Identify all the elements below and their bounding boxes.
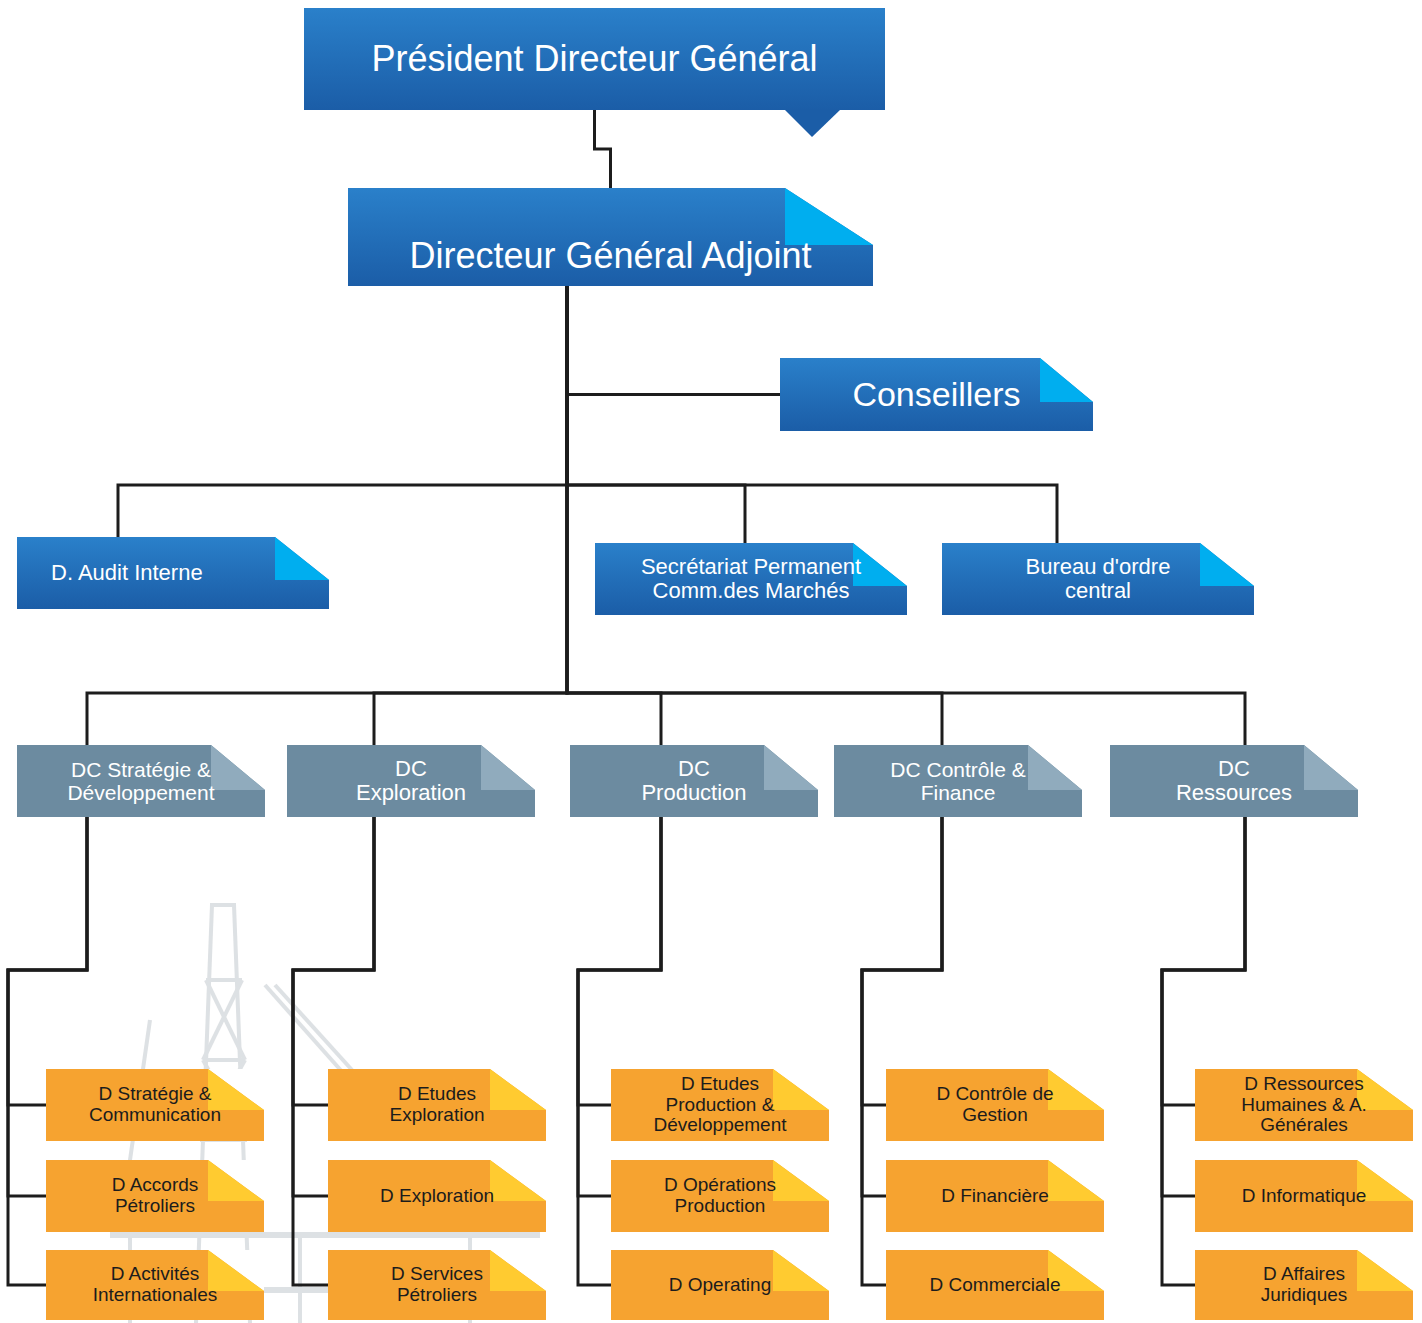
box-label: D Services Pétroliers	[357, 1264, 517, 1306]
division-box: DC Exploration	[287, 745, 535, 817]
box-label: DC Stratégie & Développement	[39, 758, 244, 804]
text-group: DC Exploration	[344, 757, 479, 805]
box-label: D. Audit Interne	[51, 561, 203, 585]
text-group: D Affaires Juridiques	[1224, 1264, 1384, 1306]
text-group: D Commerciale	[930, 1275, 1061, 1296]
division-box: DC Stratégie & Développement	[17, 745, 265, 817]
department-box: D Affaires Juridiques	[1195, 1250, 1413, 1320]
box-label: Conseillers	[852, 376, 1020, 413]
text-group: D Opérations Production	[640, 1175, 800, 1217]
department-box: D Services Pétroliers	[328, 1250, 546, 1320]
department-box: D Commerciale	[886, 1250, 1104, 1320]
text-group: D Services Pétroliers	[357, 1264, 517, 1306]
box-label: D Informatique	[1242, 1186, 1367, 1207]
connector-line	[862, 817, 942, 1105]
box-label: D Etudes Production & Développement	[640, 1074, 800, 1137]
department-box: D Opérations Production	[611, 1160, 829, 1232]
text-group: DC Production	[627, 757, 762, 805]
text-group: Conseillers	[852, 376, 1020, 413]
department-box: D Informatique	[1195, 1160, 1413, 1232]
text-group: D Contrôle de Gestion	[915, 1084, 1075, 1126]
text-group: D Etudes Exploration	[357, 1084, 517, 1126]
text-group: DC Stratégie & Développement	[39, 758, 244, 804]
box-label: D Contrôle de Gestion	[915, 1084, 1075, 1126]
department-box: D Etudes Production & Développement	[611, 1069, 829, 1141]
department-box: D Accords Pétroliers	[46, 1160, 264, 1232]
box-label: D Ressources Humaines & A. Générales	[1224, 1074, 1384, 1137]
text-group: D Activités Internationales	[75, 1264, 235, 1306]
connector-line	[567, 286, 745, 543]
box-label: D Commerciale	[930, 1275, 1061, 1296]
box-label: DC Exploration	[344, 757, 479, 805]
unit-box: Secrétariat Permanent Comm.des Marchés	[595, 543, 907, 615]
connector-line	[567, 286, 1245, 745]
text-group: Bureau d'ordre central	[1011, 555, 1186, 603]
unit-box: Bureau d'ordre central	[942, 543, 1254, 615]
connector-line	[578, 817, 661, 1105]
division-box: DC Ressources	[1110, 745, 1358, 817]
connector-line	[293, 817, 374, 1105]
box-label: D Etudes Exploration	[357, 1084, 517, 1126]
text-group: D Etudes Production & Développement	[640, 1074, 800, 1137]
text-group: D Informatique	[1242, 1186, 1367, 1207]
connector-line	[567, 286, 780, 395]
department-box: D Financière	[886, 1160, 1104, 1232]
box-label: D Opérations Production	[640, 1175, 800, 1217]
box-label: Président Directeur Général	[371, 39, 817, 79]
division-box: DC Contrôle & Finance	[834, 745, 1082, 817]
advisors-box: Conseillers	[780, 358, 1093, 431]
box-label: D Affaires Juridiques	[1224, 1264, 1384, 1306]
box-label: D Exploration	[380, 1186, 494, 1207]
box-label: D Operating	[669, 1275, 771, 1296]
department-box: D Contrôle de Gestion	[886, 1069, 1104, 1141]
box-label: DC Production	[627, 757, 762, 805]
box-label: Bureau d'ordre central	[1011, 555, 1186, 603]
text-group: D Stratégie & Communication	[75, 1084, 235, 1126]
box-label: D Financière	[941, 1186, 1049, 1207]
unit-box: D. Audit Interne	[17, 537, 329, 609]
text-group: D. Audit Interne	[51, 561, 203, 585]
box-label: D Stratégie & Communication	[75, 1084, 235, 1126]
connector-line	[595, 110, 611, 188]
text-group: Directeur Général Adjoint	[409, 236, 811, 276]
department-box: D Etudes Exploration	[328, 1069, 546, 1141]
box-label: DC Contrôle & Finance	[871, 758, 1046, 804]
connector-line	[8, 817, 87, 1105]
department-box: D Ressources Humaines & A. Générales	[1195, 1069, 1413, 1141]
box-label: D Accords Pétroliers	[75, 1175, 235, 1217]
box-label: Directeur Général Adjoint	[409, 236, 811, 276]
text-group: DC Contrôle & Finance	[871, 758, 1046, 804]
text-group: D Accords Pétroliers	[75, 1175, 235, 1217]
box-label: D Activités Internationales	[75, 1264, 235, 1306]
department-box: D Activités Internationales	[46, 1250, 264, 1320]
connector-line	[374, 286, 567, 745]
connector-line	[567, 286, 942, 745]
text-group: Secrétariat Permanent Comm.des Marchés	[620, 555, 882, 603]
text-group: D Financière	[941, 1186, 1049, 1207]
department-box: D Exploration	[328, 1160, 546, 1232]
connector-line	[87, 286, 567, 745]
department-box: D Stratégie & Communication	[46, 1069, 264, 1141]
chief-box: Président Directeur Général	[304, 8, 885, 110]
box-label: Secrétariat Permanent Comm.des Marchés	[620, 555, 882, 603]
connector-line	[1162, 817, 1245, 1105]
department-box: D Operating	[611, 1250, 829, 1320]
text-group: D Ressources Humaines & A. Générales	[1224, 1074, 1384, 1137]
text-group: D Exploration	[380, 1186, 494, 1207]
connector-line	[567, 286, 661, 745]
connector-line	[118, 286, 567, 537]
division-box: DC Production	[570, 745, 818, 817]
deputy-box: Directeur Général Adjoint	[348, 188, 873, 286]
pointer-triangle	[785, 110, 840, 137]
text-group: D Operating	[669, 1275, 771, 1296]
text-group: DC Ressources	[1167, 757, 1302, 805]
text-group: Président Directeur Général	[371, 39, 817, 79]
box-label: DC Ressources	[1167, 757, 1302, 805]
